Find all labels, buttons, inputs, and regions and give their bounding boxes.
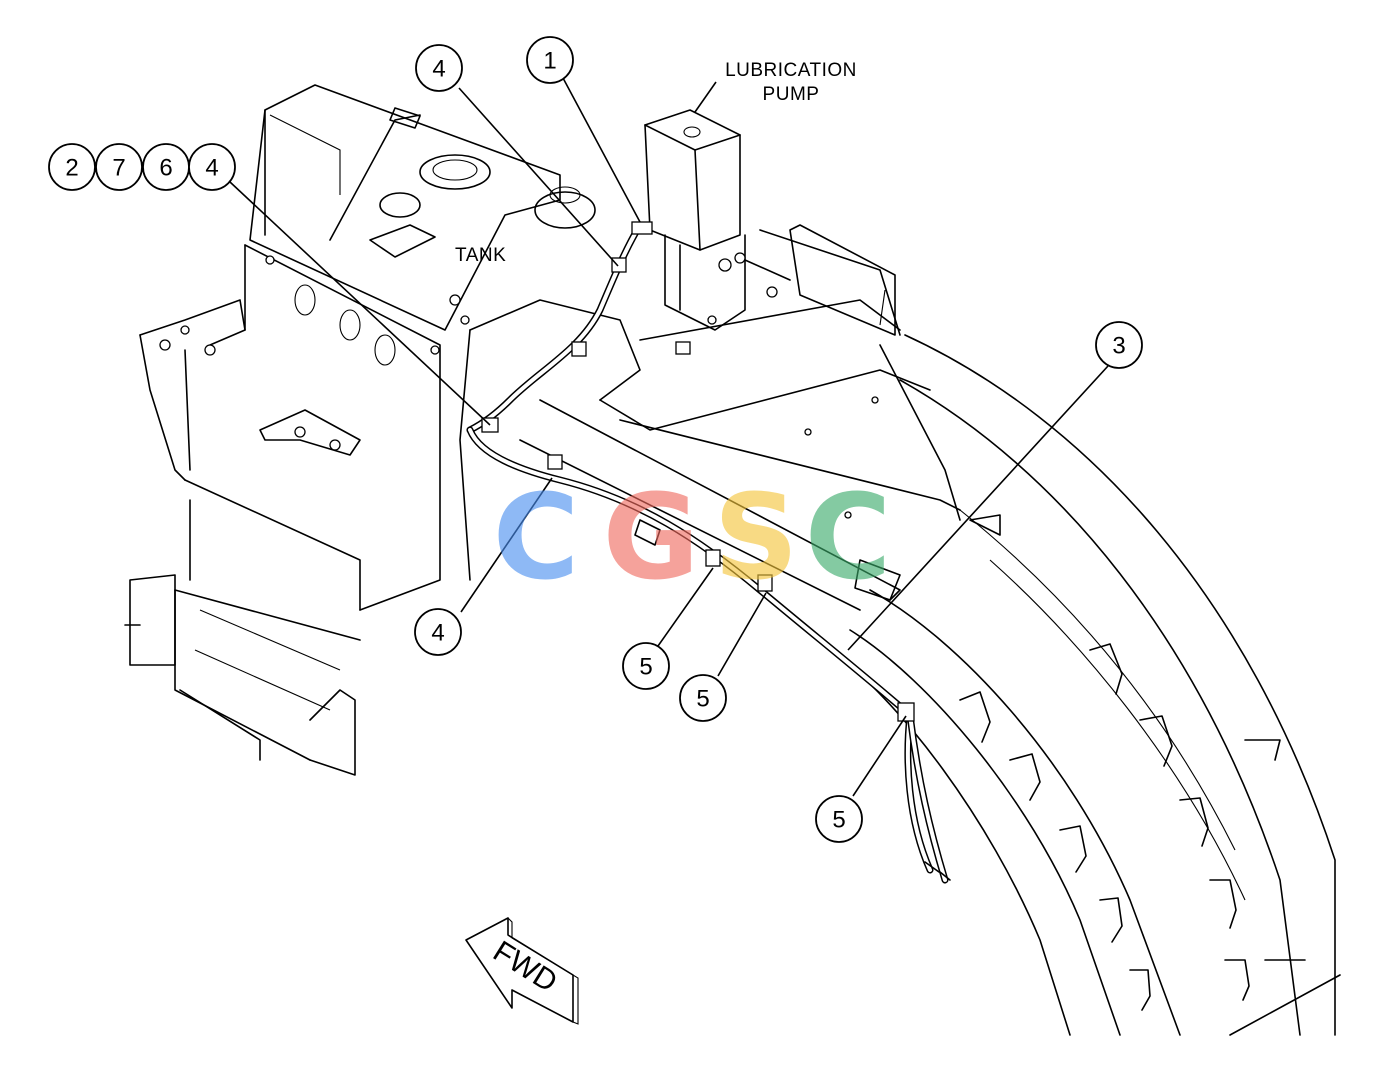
pump-label-line2: PUMP [763, 84, 820, 105]
svg-text:6: 6 [159, 155, 172, 182]
main-frame [124, 84, 596, 776]
svg-text:5: 5 [639, 654, 652, 681]
callout-1: 1 [526, 36, 574, 84]
watermark-letter-3: S [714, 468, 799, 606]
watermark-letter-1: C [493, 468, 580, 606]
callout-6: 6 [142, 143, 190, 191]
svg-text:1: 1 [543, 48, 556, 75]
svg-text:4: 4 [205, 155, 218, 182]
callout-4-left: 4 [188, 143, 236, 191]
watermark: C G S C [493, 468, 892, 606]
callout-5-middle: 5 [679, 674, 727, 722]
forward-arrow: FWD [465, 917, 579, 1025]
callout-5-left: 5 [622, 642, 670, 690]
lubrication-pump [644, 109, 791, 331]
callout-4-bottom: 4 [414, 608, 462, 656]
boom-beam [459, 229, 1001, 611]
watermark-letter-4: C [805, 468, 892, 606]
svg-text:4: 4 [431, 620, 444, 647]
curved-track-frame [789, 224, 1341, 1036]
callout-2: 2 [48, 143, 96, 191]
callout-7: 7 [95, 143, 143, 191]
svg-text:4: 4 [432, 56, 445, 83]
svg-text:3: 3 [1112, 333, 1125, 360]
pump-label-line1: LUBRICATION [725, 60, 857, 81]
svg-text:5: 5 [832, 807, 845, 834]
leader-lines [229, 77, 1109, 797]
svg-text:2: 2 [65, 155, 78, 182]
watermark-letter-2: G [603, 468, 700, 606]
svg-text:5: 5 [696, 686, 709, 713]
callout-5-right: 5 [815, 795, 863, 843]
callout-3: 3 [1095, 321, 1143, 369]
svg-text:7: 7 [112, 155, 125, 182]
tank-label: TANK [455, 245, 506, 266]
callout-4-top: 4 [415, 44, 463, 92]
